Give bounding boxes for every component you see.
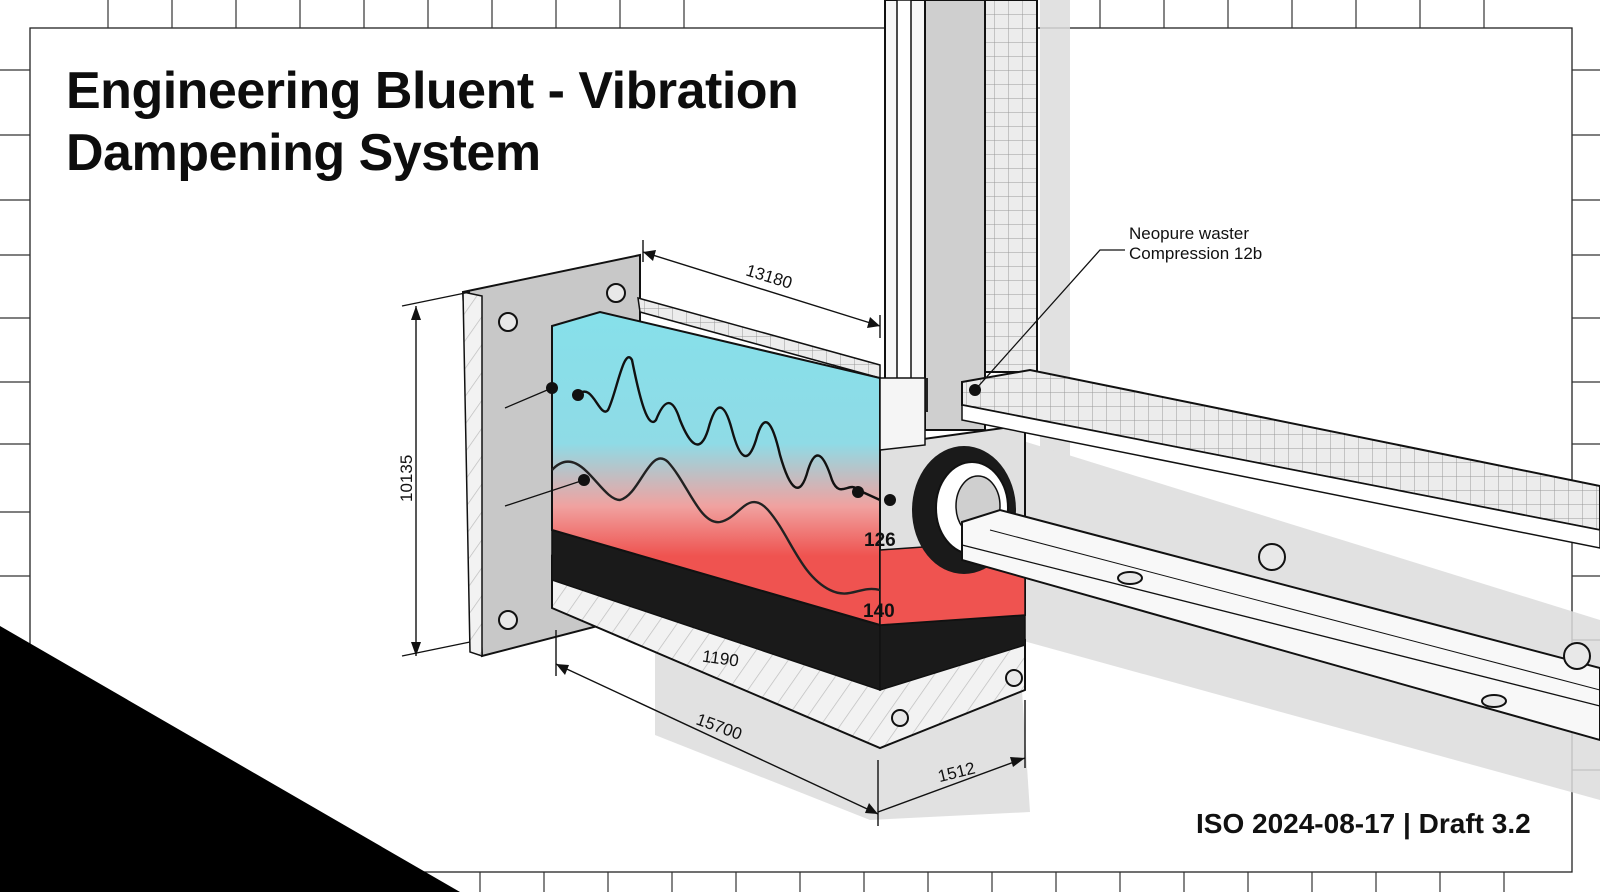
vertical-column — [884, 0, 1038, 431]
callout-leader — [974, 249, 1125, 391]
callout-line-2: Compression 12b — [1129, 244, 1263, 263]
upper-beam — [961, 368, 1600, 549]
leader-points — [546, 382, 981, 506]
label-upper-value: 126 — [864, 530, 896, 551]
corner-triangle — [0, 626, 460, 892]
lower-beam — [961, 508, 1600, 742]
callout-line-1: Neopure waster — [1129, 224, 1250, 243]
revision-footer: ISO 2024-08-17 | Draft 3.2 — [1196, 808, 1531, 839]
dim-top-length: 13180 — [744, 261, 795, 293]
dimension-lines — [401, 240, 1026, 826]
dim-inner-depth: 1190 — [701, 647, 740, 671]
dim-height: 10135 — [397, 455, 416, 502]
dimension-arrows — [411, 250, 1025, 814]
page-title: Engineering Bluent - Vibration Dampening… — [66, 60, 886, 184]
title-line-1: Engineering Bluent - Vibration — [66, 62, 799, 120]
bolt-icon — [498, 283, 1591, 727]
title-line-2: Dampening System — [66, 124, 541, 182]
base-block — [551, 526, 1026, 750]
vibration-waves — [551, 356, 881, 595]
label-lower-value: 140 — [863, 601, 895, 622]
material-callout: Neopure waster Compression 12b — [1129, 224, 1262, 264]
